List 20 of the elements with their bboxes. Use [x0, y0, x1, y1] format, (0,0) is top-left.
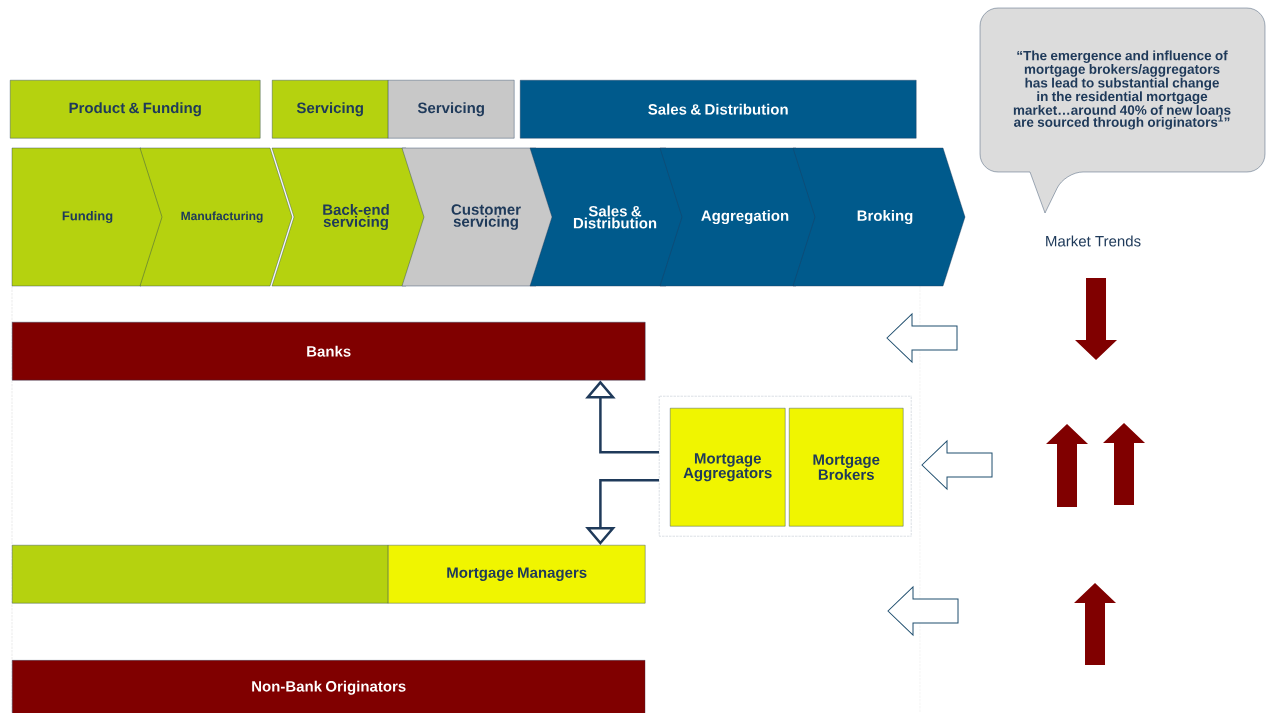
- process-step: Back-end servicing: [271, 147, 429, 287]
- box: Banks: [12, 322, 646, 381]
- process-step: Sales & Distribution: [529, 147, 689, 287]
- process-step: Manufacturing: [139, 147, 293, 287]
- box: Mortgage Brokers: [789, 408, 904, 527]
- category-band: Servicing: [388, 80, 515, 139]
- box: Non-Bank Originators: [12, 660, 646, 713]
- process-step: Customer servicing: [401, 147, 559, 287]
- box: Mortgage Managers: [388, 545, 646, 604]
- category-band: Servicing: [272, 80, 389, 139]
- process-step: Aggregation: [659, 147, 819, 287]
- category-band: Sales & Distribution: [520, 80, 917, 139]
- group-frame: [659, 396, 912, 537]
- category-band: Product & Funding: [10, 80, 261, 139]
- label: Market Trends: [1046, 235, 1141, 247]
- box: Mortgage Aggregators: [670, 408, 786, 527]
- process-step: Broking: [792, 147, 966, 287]
- speech-bubble: “The emergence and influence of mortgage brokers/aggregators has lead to substantial change in the residential mortgage market…around 40% of new loans are sourced through originators$^{1}$”: [979, 7, 1266, 214]
- process-step: Funding: [11, 147, 164, 287]
- box: [12, 545, 389, 604]
